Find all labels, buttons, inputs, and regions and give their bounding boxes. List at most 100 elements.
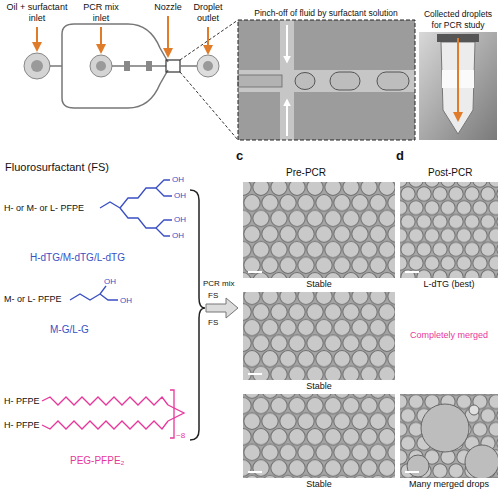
aqueous-thread	[238, 75, 282, 87]
scale-bar	[248, 272, 419, 472]
g-structure	[100, 286, 106, 294]
scale-bar	[405, 271, 419, 273]
tube-photo	[419, 32, 497, 140]
g-structure	[70, 294, 100, 300]
outlet-port	[203, 61, 213, 71]
chain-label: H- PFPE	[4, 420, 40, 431]
nozzle-box	[166, 60, 180, 72]
channel	[180, 65, 197, 67]
micrograph-panel: Stable	[243, 394, 395, 490]
dtg-structure	[120, 188, 156, 208]
hydroxyl-label: OH	[172, 174, 184, 185]
inlet-label: Oil + surfactant inlet	[2, 2, 72, 24]
mixing-arrow	[206, 298, 238, 318]
hydroxyl-label: OH	[104, 276, 116, 287]
channel	[280, 20, 294, 70]
panel-caption: L-dTG (best)	[400, 279, 498, 290]
panel-caption: Collected droplets for PCR study	[418, 9, 498, 31]
micrograph-panel: Many merged drops	[400, 394, 498, 490]
hydroxyl-label: OH	[174, 214, 186, 225]
oil-channel	[62, 24, 168, 108]
dtg-structure	[156, 220, 172, 228]
panel-heading: Pre-PCR	[286, 167, 326, 178]
dtg-structure	[100, 180, 172, 236]
micrograph	[400, 182, 498, 278]
peg-structure	[42, 397, 168, 405]
scale-bar	[248, 271, 262, 273]
filter	[124, 61, 130, 71]
channel	[280, 92, 294, 140]
pinch-off-micrograph	[238, 20, 415, 140]
dtg-structure	[156, 188, 172, 196]
dtg-structure	[156, 180, 170, 188]
pointer-arrow	[457, 38, 459, 120]
micrograph	[400, 394, 498, 478]
scale-bar	[405, 471, 419, 473]
outlet	[197, 55, 219, 77]
compound-name: H-dTG/M-dTG/L-dTG	[30, 252, 125, 263]
panel-letter: d	[396, 150, 404, 161]
micrograph-panel: Stable	[243, 182, 395, 290]
photo-ground	[419, 32, 497, 140]
merged-drop	[465, 445, 498, 478]
merged-drop	[469, 405, 479, 415]
panel-caption: Pinch-off of fluid by surfactant solutio…	[234, 8, 418, 19]
droplet	[377, 72, 409, 90]
micrograph-panel: Stable	[243, 292, 395, 392]
g-structure	[70, 286, 118, 300]
merged-micrograph	[400, 394, 498, 478]
compound-name: M-G/L-G	[50, 324, 89, 335]
chain-label: H- PFPE	[4, 396, 40, 407]
panel-caption: Stable	[243, 279, 395, 290]
pcr-inlet-port	[96, 61, 106, 71]
merged-drop	[421, 404, 469, 452]
flow-arrow	[286, 100, 288, 136]
micrograph-panel: L-dTG (best)	[400, 182, 498, 290]
peg-structure	[170, 390, 174, 438]
dtg-structure	[156, 228, 170, 236]
peg-structure	[42, 421, 168, 429]
microfluidic-chip	[24, 16, 238, 140]
hydroxyl-label: OH	[120, 295, 132, 306]
hydroxyl-label: OH	[172, 230, 184, 241]
chain-label: H- or M- or L- PFPE	[4, 203, 84, 214]
panel-caption: Stable	[243, 381, 395, 392]
outlet-label: Droplet outlet	[186, 2, 230, 24]
bracket	[190, 190, 205, 440]
droplet-micrographs	[243, 182, 499, 479]
repeat-count: ~8	[176, 430, 185, 441]
reagent-label: FS	[208, 317, 218, 328]
micrograph-ground	[238, 20, 415, 140]
reagent-label: FS	[208, 290, 218, 301]
compound-name: PEG-PFPE₂	[70, 455, 124, 466]
panel-caption: Many merged drops	[400, 479, 498, 490]
pointer-arrow	[207, 27, 209, 53]
scale-bar	[248, 471, 262, 473]
droplet	[330, 72, 360, 90]
chain-label: M- or L- PFPE	[4, 294, 62, 305]
hydroxyl-label: OH	[174, 190, 186, 201]
peg-structure	[168, 405, 184, 421]
merged-drop	[407, 455, 429, 477]
forming-droplet	[295, 73, 315, 90]
panel-caption: Stable	[243, 479, 395, 490]
pointer-arrow	[100, 27, 102, 52]
inlet-label: PCR mix inlet	[78, 2, 124, 24]
pointer-arrow	[167, 16, 169, 56]
panel-heading: Post-PCR	[428, 167, 472, 178]
micrograph-panel: Collected droplets for PCR study	[418, 9, 498, 140]
g-structure	[100, 294, 118, 300]
section-heading: Fluorosurfactant (FS)	[5, 162, 109, 173]
dtg-structure	[100, 202, 120, 208]
result-note: Completely merged	[400, 330, 498, 341]
part-label: Nozzle	[146, 2, 190, 13]
filter	[146, 61, 152, 71]
oil-inlet-port	[31, 60, 43, 72]
micrograph	[243, 292, 395, 380]
micrograph	[243, 394, 395, 478]
panel-letter: c	[236, 150, 243, 161]
channel	[238, 70, 415, 92]
